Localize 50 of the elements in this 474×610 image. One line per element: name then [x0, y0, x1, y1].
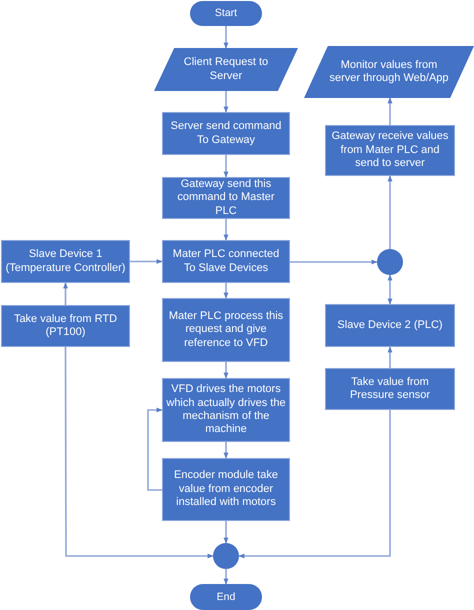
process-box [1, 240, 130, 283]
arrow [224, 362, 228, 379]
arrow [64, 347, 214, 558]
node-text: Take value from Pressure sensor [348, 376, 432, 402]
process-box [162, 298, 290, 362]
connector-circle [213, 543, 239, 569]
node-text: Monitor values from server through Web/App [328, 58, 450, 86]
process-box [162, 240, 290, 283]
process-box [325, 304, 455, 347]
arrow [290, 260, 378, 264]
arrow [224, 26, 228, 49]
node-text: End [216, 590, 236, 604]
node-text: Slave Device 1 (Temperature Controller) [5, 248, 126, 275]
node-text: Client Request to Server [182, 56, 270, 83]
connector-circle [377, 249, 403, 275]
arrow [63, 282, 68, 305]
process-box [325, 368, 455, 410]
arrow [130, 259, 163, 264]
arrow [224, 442, 228, 459]
arrow [224, 91, 228, 113]
arrow [224, 155, 228, 178]
node-text: Encoder module take value from encoder installed with motors [173, 469, 279, 510]
arrow [388, 346, 392, 368]
process-box [1, 305, 130, 347]
process-box [162, 458, 290, 521]
arrow [224, 219, 228, 241]
node-text: Take value from RTD (PT100) [12, 312, 118, 340]
process-box [162, 177, 290, 219]
arrow [224, 283, 228, 299]
input-output-parallelogram [154, 48, 298, 91]
node-text: Mater PLC process this request and give reference to VFD [168, 310, 284, 350]
process-box [325, 125, 455, 176]
node-text: Gateway send this command to Master PLC [176, 178, 276, 218]
arrow [388, 97, 392, 125]
node-text: Slave Device 2 (PLC) [337, 318, 443, 332]
terminator-pill [190, 1, 262, 26]
arrow [147, 408, 163, 491]
node-text: Mater PLC connected To Slave Devices [172, 248, 280, 275]
node-text: VFD drives the motors which actually drives the mechanism of the machine [166, 383, 286, 437]
node-text: Server send command To Gateway [170, 120, 282, 147]
arrow [238, 410, 391, 558]
arrow [224, 569, 228, 585]
arrow [388, 274, 392, 305]
arrow [224, 521, 228, 544]
process-box [162, 112, 290, 155]
terminator-pill [190, 584, 262, 610]
arrow [388, 175, 392, 249]
node-text: Start [214, 7, 238, 20]
node-text: Gateway receive values from Mater PLC and send to server [330, 130, 450, 171]
input-output-parallelogram [304, 46, 474, 98]
